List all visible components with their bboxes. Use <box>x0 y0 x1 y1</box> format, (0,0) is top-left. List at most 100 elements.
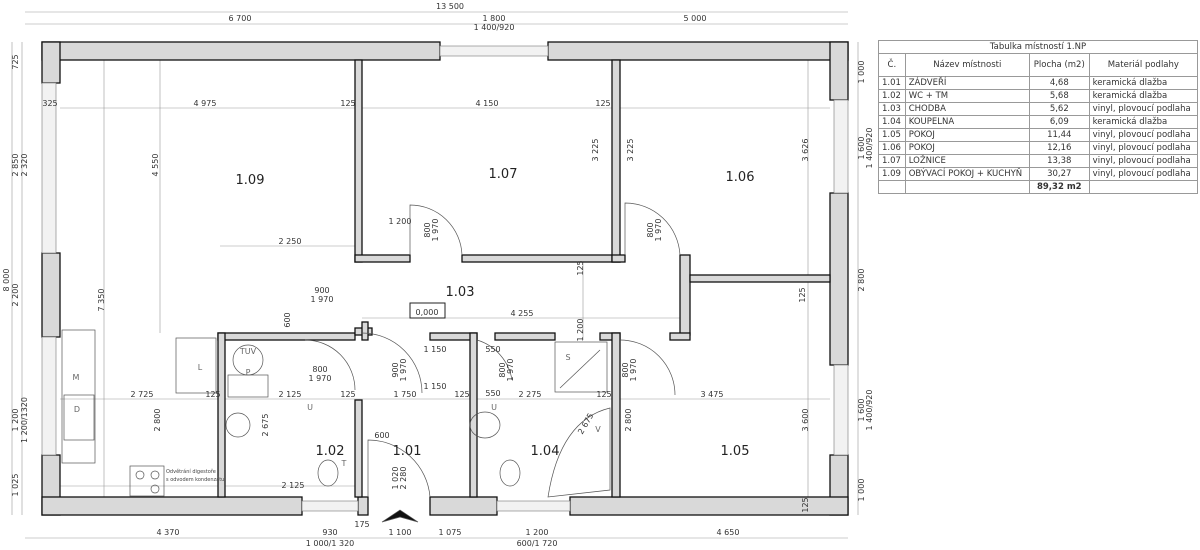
dimension: 930 <box>322 528 337 537</box>
wall <box>217 332 356 341</box>
room-name: KOUPELNA <box>904 115 1030 129</box>
room-name: ZÁDVEŘÍ <box>904 76 1030 90</box>
dimension: 125 <box>340 99 355 108</box>
room-name: OBÝVACÍ POKOJ + KUCHYŇ <box>904 167 1030 181</box>
dimension: 175 <box>354 520 369 529</box>
hob <box>129 465 165 497</box>
room-area: 13,38 <box>1028 154 1090 168</box>
entrance-arrow-icon <box>381 509 419 523</box>
dimension: 1 800 <box>483 14 506 23</box>
dimension: 4 150 <box>476 99 499 108</box>
dimension: 800 <box>621 362 630 377</box>
washbasin-1-02 <box>225 412 251 438</box>
corner-bath <box>547 407 611 498</box>
wall <box>669 332 691 341</box>
wall <box>429 496 498 516</box>
room-number: 1.09 <box>878 167 906 181</box>
room-label: 1.01 <box>393 444 422 459</box>
fixture-label: S <box>565 353 570 362</box>
dimension: 325 <box>42 99 57 108</box>
wall <box>41 41 441 61</box>
dimension: 125 <box>340 390 355 399</box>
room-floor: keramická dlažba <box>1088 115 1199 129</box>
room-label: 1.06 <box>726 170 755 185</box>
room-area: 5,62 <box>1028 102 1090 116</box>
wall <box>354 399 363 498</box>
col-name: Název místnosti <box>904 53 1030 77</box>
dimension: 550 <box>485 389 500 398</box>
wall <box>361 321 369 341</box>
room-table: Tabulka místností 1.NP Č. Název místnost… <box>878 40 1199 194</box>
dimension: 3 600 <box>801 409 810 432</box>
kitchen-note: Odvětrání digestoře <box>166 468 216 475</box>
dimension: 4 370 <box>157 528 180 537</box>
washbasin-1-04 <box>469 411 501 439</box>
dimension: 2 850 <box>11 154 20 177</box>
col-area: Plocha (m2) <box>1028 53 1090 77</box>
room-number: 1.04 <box>878 115 906 129</box>
kitchen-counter <box>61 329 96 464</box>
dimension: 1 400/920 <box>474 23 515 32</box>
dimension: 1 970 <box>629 359 638 382</box>
wall <box>547 41 849 61</box>
fixture-label: V <box>595 425 601 434</box>
dimension: 2 125 <box>282 481 305 490</box>
room-floor: keramická dlažba <box>1088 89 1199 103</box>
dimension: 125 <box>576 260 585 275</box>
dimension: 3 626 <box>801 139 810 162</box>
wall <box>41 252 61 338</box>
room-area: 6,09 <box>1028 115 1090 129</box>
dimension: 1 025 <box>11 474 20 497</box>
dimension: 4 550 <box>151 154 160 177</box>
room-label: 1.02 <box>316 444 345 459</box>
sink-unit <box>63 394 95 441</box>
dimension: 2 320 <box>20 154 29 177</box>
wall <box>217 332 226 498</box>
dimension: 800 <box>312 365 327 374</box>
toilet-1-02 <box>317 459 339 487</box>
dimension: 1 970 <box>506 359 515 382</box>
room-label: 1.09 <box>236 173 265 188</box>
level-mark-box <box>409 302 446 319</box>
dimension: 1 970 <box>309 374 332 383</box>
dimension: 1 020 <box>391 467 400 490</box>
dimension: 1 200 <box>526 528 549 537</box>
dimension: 1 200 <box>11 409 20 432</box>
dimension: 125 <box>596 390 611 399</box>
dimension: 800 <box>498 362 507 377</box>
dimension: 1 200/1320 <box>20 397 29 443</box>
dimension: 1 100 <box>389 528 412 537</box>
dimension: 1 600 <box>857 137 866 160</box>
room-floor: vinyl, plovoucí podlaha <box>1088 167 1199 181</box>
room-name: CHODBA <box>904 102 1030 116</box>
window <box>41 82 57 254</box>
dimension: 4 975 <box>194 99 217 108</box>
dimension: 2 280 <box>399 467 408 490</box>
wall <box>41 41 61 84</box>
room-floor: vinyl, plovoucí podlaha <box>1088 141 1199 155</box>
room-area: 4,68 <box>1028 76 1090 90</box>
dimension: 2 800 <box>857 269 866 292</box>
room-number: 1.05 <box>878 128 906 142</box>
window <box>496 500 571 512</box>
dimension: 1 000 <box>857 61 866 84</box>
room-label: 1.04 <box>531 444 560 459</box>
window <box>833 364 849 456</box>
door-1-02 <box>304 339 356 391</box>
wall <box>829 41 849 101</box>
room-floor: vinyl, plovoucí podlaha <box>1088 154 1199 168</box>
dimension: 6 700 <box>229 14 252 23</box>
room-label: 1.05 <box>721 444 750 459</box>
dimension: 800 <box>423 222 432 237</box>
table-total-row: 89,32 m2 <box>878 180 1199 194</box>
wall <box>461 254 621 263</box>
wall <box>494 332 556 341</box>
walls <box>41 41 849 516</box>
dimension: 3 475 <box>701 390 724 399</box>
dimension: 600 <box>283 312 292 327</box>
room-label: 1.03 <box>446 285 475 300</box>
wall <box>354 59 363 263</box>
